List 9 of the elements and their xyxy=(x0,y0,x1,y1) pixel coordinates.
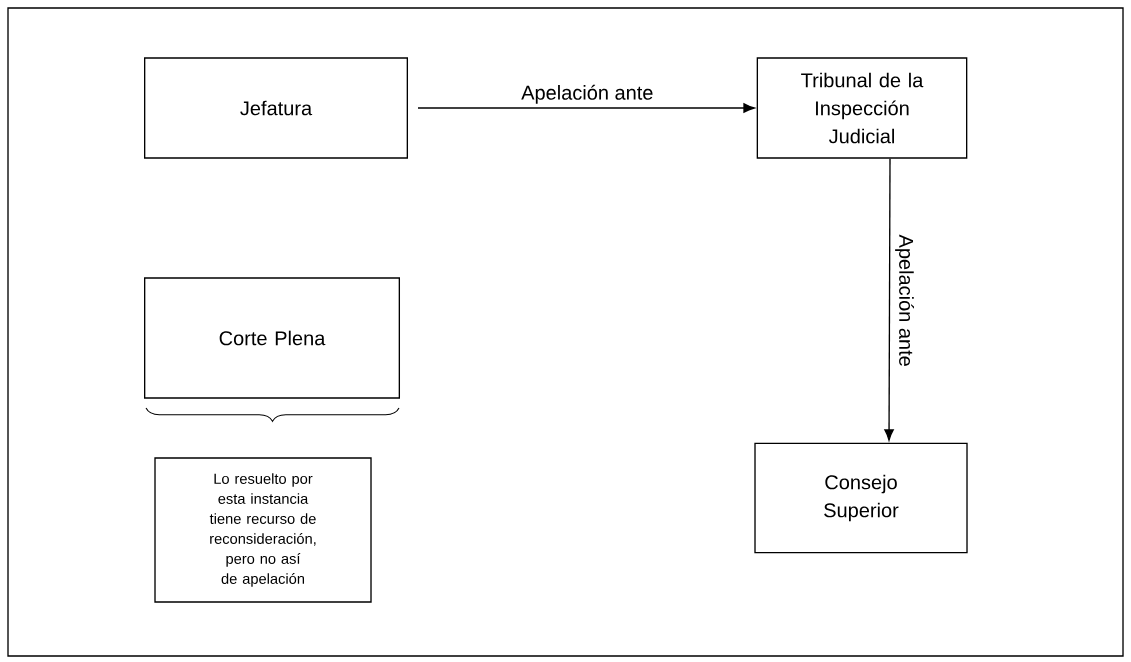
arrow xyxy=(884,158,894,441)
arrow xyxy=(417,103,755,113)
text-box: Corte Plena xyxy=(144,277,400,399)
edge-label: Apelación ante xyxy=(519,83,655,106)
text-box: Consejo Superior xyxy=(754,442,968,554)
text-box: Jefatura xyxy=(144,57,408,159)
note-box: Lo resuelto por esta instancia tiene recurso de reconsideración, pero no así de apelación xyxy=(154,457,372,603)
edge-label: Apelación ante xyxy=(893,233,916,369)
text-box: Tribunal de la Inspección Judicial xyxy=(756,57,968,159)
